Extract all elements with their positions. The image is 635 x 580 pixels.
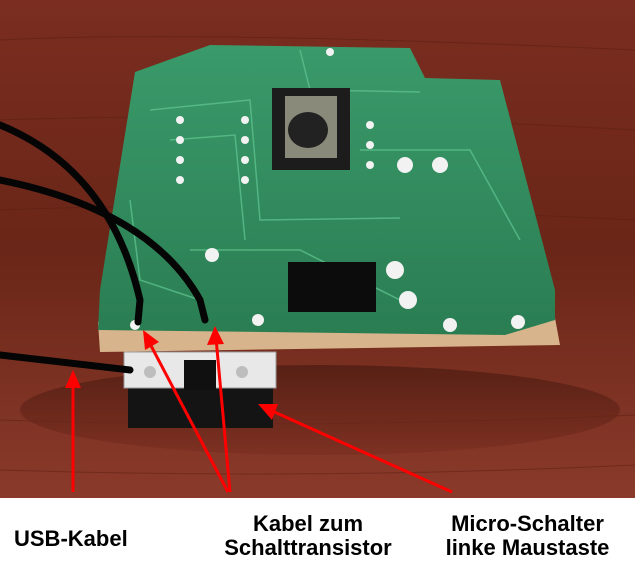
arrow-kabel-1-head bbox=[143, 330, 159, 350]
micro-switch-plunger bbox=[184, 360, 216, 390]
board-shadow bbox=[20, 365, 620, 455]
solder-pads bbox=[130, 48, 525, 332]
arrow-kabel-1-line bbox=[146, 339, 230, 493]
arrows bbox=[65, 326, 453, 494]
sensor-lens bbox=[288, 112, 328, 148]
transistor-cable-2 bbox=[0, 176, 209, 324]
arrow-micro-head bbox=[258, 404, 278, 420]
arrow-micro-line bbox=[269, 408, 453, 494]
transistor-cable-label-line-1: Kabel zum bbox=[252, 511, 364, 536]
transistor-cable-label: Kabel zum Schalttransistor bbox=[208, 512, 408, 560]
micro-switch-label-line-1: Micro-Schalter bbox=[451, 511, 604, 536]
micro-switch-label: Micro-Schalter linke Maustaste bbox=[420, 512, 635, 560]
usb-cable-label: USB-Kabel bbox=[14, 527, 128, 551]
arrow-kabel-2-head bbox=[207, 326, 224, 345]
cables bbox=[0, 121, 209, 374]
transistor-cable-label-line-2: Schalttransistor bbox=[224, 535, 392, 560]
arrow-usb-head bbox=[65, 370, 81, 388]
micro-switch-hole-left bbox=[144, 366, 156, 378]
arrow-kabel-2-line bbox=[214, 337, 232, 493]
usb-cable bbox=[0, 351, 134, 374]
mouse-pcb-photo bbox=[0, 0, 635, 498]
micro-switch-label-line-2: linke Maustaste bbox=[445, 535, 610, 560]
pcb-board bbox=[98, 45, 555, 335]
transistor-cable-1 bbox=[0, 121, 144, 326]
pcb-traces bbox=[129, 49, 521, 301]
micro-switch-hole-right bbox=[236, 366, 248, 378]
square-cutout bbox=[288, 262, 376, 312]
usb-cable-label-line-1: USB-Kabel bbox=[14, 526, 128, 551]
